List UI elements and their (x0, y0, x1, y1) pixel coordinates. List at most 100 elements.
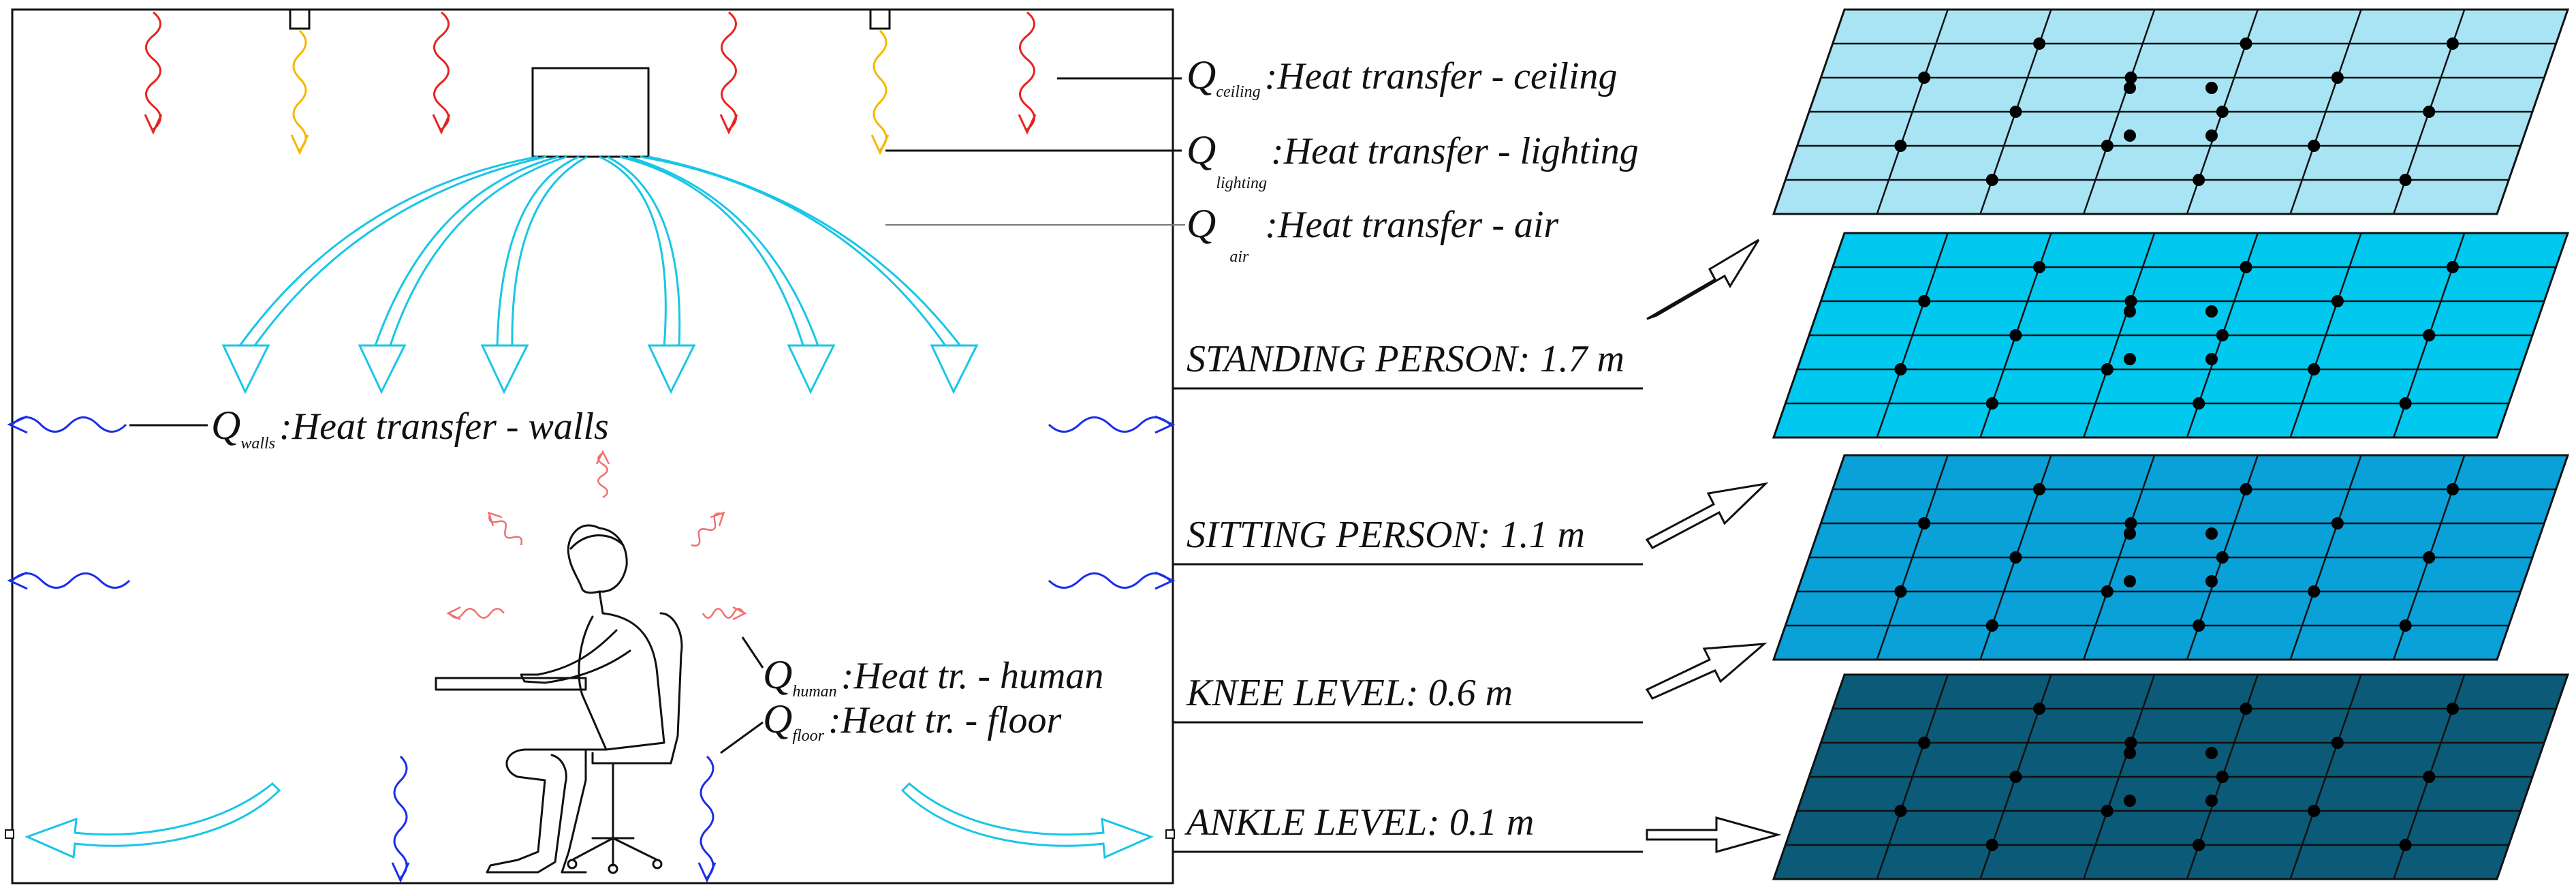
chair (591, 612, 683, 765)
measurement-point (2308, 805, 2321, 817)
measurement-point (2331, 72, 2344, 84)
air-flow-arrows (221, 155, 979, 395)
measurement-plane-2 (1772, 232, 2570, 439)
measurement-point (2205, 353, 2218, 365)
air-flow-arrow-6 (640, 155, 979, 395)
person-head (567, 524, 628, 594)
measurement-point (2124, 295, 2137, 307)
ceiling-heat-wave-4 (1018, 11, 1037, 135)
measurement-point (2033, 37, 2046, 50)
human-wave-up (595, 450, 610, 499)
measurement-point (2446, 37, 2459, 50)
measurement-plane-4 (1772, 673, 2570, 880)
measurement-point (2308, 363, 2321, 375)
measurement-point (1918, 295, 1931, 307)
measurement-point (2124, 517, 2137, 529)
air-flow-arrow-4 (599, 155, 696, 395)
measurement-point (2124, 305, 2136, 318)
wall-wave-left-upper (7, 415, 127, 434)
measurement-point (1894, 585, 1907, 598)
label-human: Qhuman:Heat tr. - human (763, 652, 1103, 701)
measurement-point (2124, 129, 2136, 142)
measurement-point (1985, 839, 1998, 851)
measurement-point (2033, 261, 2046, 273)
measurement-point (2399, 619, 2412, 632)
measurement-point (2124, 527, 2136, 540)
floor-heat-arrows (391, 755, 717, 883)
person-arm (520, 629, 631, 684)
measurement-point (2124, 353, 2136, 365)
label-walls: Qwalls:Heat transfer - walls (211, 403, 609, 452)
measurement-point (2205, 795, 2218, 807)
level-label-ankle: ANKLE LEVEL: 0.1 m (1184, 801, 1534, 844)
measurement-point (2423, 771, 2436, 783)
measurement-point (2009, 106, 2022, 118)
pointer-arrow-ankle (1646, 816, 1782, 853)
measurement-point (2308, 585, 2321, 598)
measurement-point (2193, 839, 2205, 851)
human-wave-left (446, 606, 505, 621)
measurement-point (2423, 329, 2436, 341)
measurement-point (2240, 703, 2252, 715)
air-diffuser (531, 67, 650, 158)
level-label-knee: KNEE LEVEL: 0.6 m (1186, 672, 1513, 714)
person-torso (578, 590, 665, 751)
measurement-point (2446, 703, 2459, 715)
label-ceiling: Qceiling:Heat transfer - ceiling (1187, 52, 1618, 101)
measurement-point (2193, 619, 2205, 632)
light-fixture-left (289, 8, 311, 30)
lighting-heat-wave-1 (290, 29, 309, 155)
label-lighting: Qlighting:Heat transfer - lighting (1187, 127, 1639, 192)
pointer-arrow-standing (1646, 239, 1760, 320)
level-pointer-arrows (1645, 239, 1782, 853)
measurement-point (1918, 517, 1931, 529)
measurement-point (1918, 72, 1931, 84)
leader-floor (720, 721, 764, 754)
measurement-point (2101, 363, 2114, 375)
wall-sensor-left (5, 829, 14, 839)
measurement-point (2240, 261, 2252, 273)
room (5, 8, 1175, 885)
measurement-point (1985, 619, 1998, 632)
wall-wave-right-lower (1048, 571, 1176, 590)
level-label-standing: STANDING PERSON: 1.7 m (1187, 338, 1624, 380)
measurement-point (2423, 551, 2436, 564)
human-heat-arrows (446, 450, 747, 621)
measurement-point (2101, 805, 2114, 817)
ceiling-heat-wave-3 (719, 11, 738, 135)
measurement-point (2399, 397, 2412, 410)
measurement-point (1985, 397, 1998, 410)
label-floor: Qfloor:Heat tr. - floor (763, 696, 1061, 745)
measurement-point (2124, 72, 2137, 84)
floor-wave-left (391, 755, 410, 883)
measurement-point (2205, 82, 2218, 94)
measurement-point (2124, 82, 2136, 94)
human-wave-upper-right (691, 511, 725, 547)
measurement-plane-3 (1772, 454, 2570, 661)
measurement-point (2124, 575, 2136, 587)
wall-wave-left-lower (7, 571, 131, 590)
measurement-point (2399, 174, 2412, 186)
floor-air-arrow-right (900, 782, 1155, 859)
measurement-point (1985, 174, 1998, 186)
measurement-point (2240, 483, 2252, 495)
measurement-point (2423, 106, 2436, 118)
ceiling-heat-wave-2 (432, 11, 451, 135)
measurement-planes (1772, 8, 2570, 880)
measurement-point (2399, 839, 2412, 851)
measurement-point (2009, 329, 2022, 341)
measurement-point (2124, 737, 2137, 749)
measurement-point (2308, 140, 2321, 152)
desk (435, 677, 587, 691)
measurement-point (2193, 397, 2205, 410)
measurement-point (1918, 737, 1931, 749)
measurement-plane-1 (1772, 8, 2570, 215)
measurement-point (1894, 140, 1907, 152)
ceiling-heat-arrows (144, 11, 1037, 135)
measurement-point (2205, 575, 2218, 587)
pointer-arrow-sitting (1645, 482, 1769, 549)
floor-air-arrow-left (24, 782, 281, 859)
air-flow-arrow-2 (358, 155, 567, 395)
measurement-point (2193, 174, 2205, 186)
